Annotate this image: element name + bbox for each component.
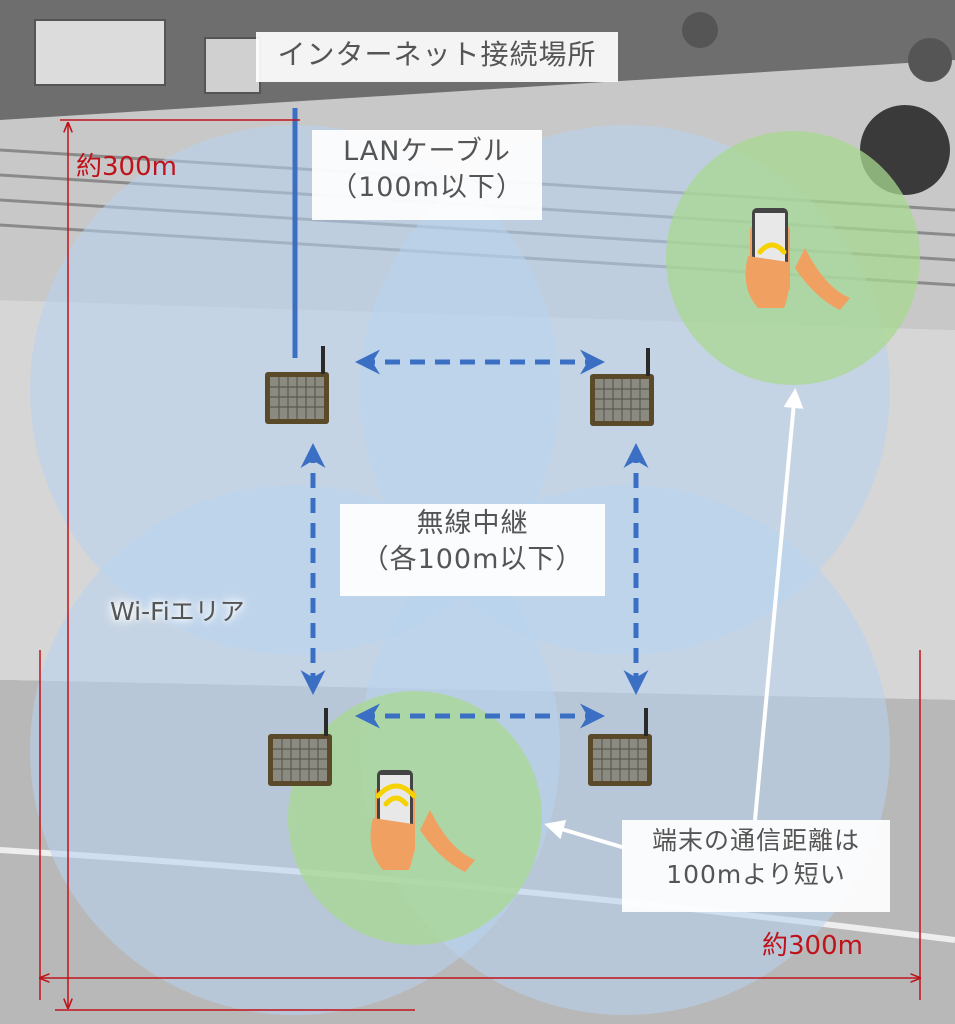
height-dimension-label: 約300m bbox=[76, 152, 177, 182]
wireless-relay-text-line2: （各100m以下） bbox=[361, 544, 584, 576]
lan-cable-text-line2: （100m以下） bbox=[330, 172, 524, 204]
wifi-area-label: Wi-Fiエリア bbox=[110, 597, 245, 626]
lan-cable-text-line1: LANケーブル bbox=[343, 136, 511, 167]
wifi-signal-icon bbox=[375, 242, 787, 807]
internet-location-label: インターネット接続場所 bbox=[256, 32, 618, 82]
dimension-lines bbox=[40, 119, 920, 1011]
lan-cable-label: LANケーブル （100m以下） bbox=[312, 130, 542, 220]
terminal-range-text-line1: 端末の通信距離は bbox=[651, 826, 860, 855]
internet-location-text: インターネット接続場所 bbox=[277, 38, 597, 71]
terminal-range-circle-top-right bbox=[666, 131, 920, 385]
wireless-relay-text-line1: 無線中継 bbox=[416, 508, 529, 539]
width-dimension-label: 約300m bbox=[762, 931, 863, 961]
wireless-relay-arrows bbox=[300, 349, 649, 729]
terminal-range-pointer-arrows bbox=[544, 388, 804, 850]
terminal-range-text-line2: 100mより短い bbox=[666, 859, 846, 889]
terminal-range-label: 端末の通信距離は 100mより短い bbox=[622, 820, 890, 912]
wireless-relay-label: 無線中継 （各100m以下） bbox=[340, 504, 605, 596]
